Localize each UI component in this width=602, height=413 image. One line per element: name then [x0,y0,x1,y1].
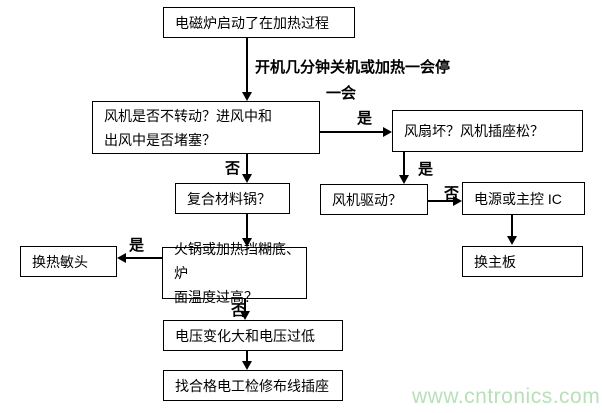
node-hotpot: 火锅或加热挡糊底、炉 面温度过高？ [162,241,307,305]
arrow-fandrive-poweric-head-icon [453,196,462,206]
node-sensor: 换热敏头 [20,246,117,277]
node-fan-drive: 风机驱动？ [320,184,428,215]
arrow-poweric-mainboard-head-icon [507,236,517,245]
node-power-ic: 电源或主控 IC [462,182,585,215]
node-fan-broken: 风扇坏？风机插座松？ [392,110,583,152]
watermark: www.cntronics.com [412,385,601,408]
edge-label-yes: 是 [357,110,373,127]
edge-label-no: 否 [444,185,460,202]
edge-label-yes: 是 [418,161,434,178]
arrow-composite-hotpot-line [246,214,248,239]
edge-label-yes: 是 [129,237,145,254]
arrow-start-fancheck-line [246,38,248,93]
arrow-hotpot-sensor-line [126,257,162,259]
edge-label-no: 否 [231,302,247,319]
arrow-fancheck-fanbroken-line [320,131,383,133]
node-start: 电磁炉启动了在加热过程 [163,7,355,38]
annotation-line2: 一会 [326,85,357,102]
arrow-hotpot-voltage-line [244,299,246,312]
annotation-line1: 开机几分钟关机或加热一会停 [255,59,451,76]
arrow-fancheck-fanbroken-head-icon [383,127,392,137]
arrow-fanbroken-fandrive-head-icon [399,175,409,184]
arrow-start-fancheck-head-icon [242,92,252,101]
arrow-fandrive-poweric-line [428,200,454,202]
arrow-hotpot-sensor-head-icon [117,253,126,263]
node-composite-pot: 复合材料锅？ [175,183,290,214]
arrow-composite-hotpot-head-icon [242,238,252,247]
arrow-fancheck-composite-head-icon [242,174,252,183]
arrow-poweric-mainboard-line [511,215,513,237]
arrow-voltage-electrician-line [246,351,248,362]
arrow-fancheck-composite-line [246,154,248,175]
arrow-fanbroken-fandrive-line [403,152,405,176]
arrow-voltage-electrician-head-icon [242,361,252,370]
node-fan-check: 风机是否不转动？进风中和 出风中是否堵塞？ [92,101,320,154]
node-mainboard: 换主板 [462,246,583,277]
arrow-hotpot-voltage-head-icon [240,311,250,320]
node-electrician: 找合格电工检修布线插座 [163,370,343,401]
node-voltage: 电压变化大和电压过低 [163,320,343,351]
edge-label-no: 否 [225,160,241,177]
